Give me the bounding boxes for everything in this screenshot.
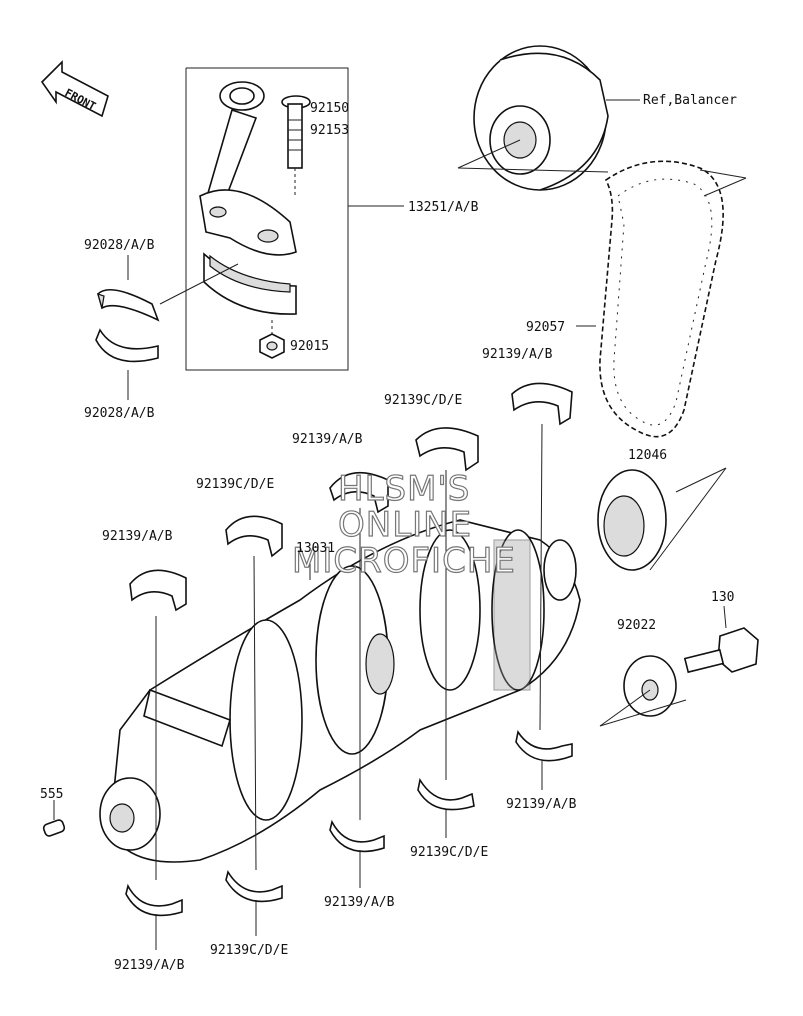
front-arrow-icon: FRONT bbox=[40, 60, 109, 118]
main-bearings bbox=[125, 382, 573, 917]
crank-gear bbox=[597, 469, 667, 571]
label-92139ab-5: 92139/A/B bbox=[324, 895, 395, 910]
label-92022: 92022 bbox=[617, 618, 656, 633]
rod-nut bbox=[259, 320, 285, 359]
label-92150: 92150 bbox=[310, 101, 349, 116]
leader-lines bbox=[127, 255, 543, 950]
label-92139cde-2: 92139C/D/E bbox=[196, 477, 274, 492]
label-13251: 13251/A/B bbox=[408, 200, 479, 215]
label-ref-balancer: Ref,Balancer bbox=[643, 93, 737, 108]
label-13031: 13031 bbox=[296, 541, 335, 556]
label-92153: 92153 bbox=[310, 123, 349, 138]
watermark: HLSM'S ONLINE MICROFICHE bbox=[291, 468, 516, 581]
label-92139ab-6: 92139/A/B bbox=[114, 958, 185, 973]
watermark-line-3: MICROFICHE bbox=[292, 541, 516, 581]
label-92139ab-4: 92139/A/B bbox=[506, 797, 577, 812]
crankshaft bbox=[99, 519, 581, 863]
connecting-rod bbox=[199, 81, 297, 315]
label-92139cde-3: 92139C/D/E bbox=[410, 845, 488, 860]
balancer-drum bbox=[473, 45, 609, 191]
rod-bolt bbox=[281, 95, 311, 196]
label-92139ab-1: 92139/A/B bbox=[482, 347, 553, 362]
rod-bearing-upper bbox=[97, 288, 160, 322]
washer bbox=[623, 655, 677, 717]
watermark-line-1: HLSM'S bbox=[338, 469, 470, 509]
label-555: 555 bbox=[40, 787, 63, 802]
dowel-pin bbox=[42, 800, 66, 837]
label-92139ab-3: 92139/A/B bbox=[102, 529, 173, 544]
label-92139cde-4: 92139C/D/E bbox=[210, 943, 288, 958]
label-12046: 12046 bbox=[628, 448, 667, 463]
label-92028-top: 92028/A/B bbox=[84, 238, 155, 253]
label-92057: 92057 bbox=[526, 320, 565, 335]
crank-bolt bbox=[683, 605, 759, 674]
label-92139cde-1: 92139C/D/E bbox=[384, 393, 462, 408]
label-130: 130 bbox=[711, 590, 734, 605]
balancer-chain bbox=[599, 160, 724, 438]
watermark-line-2: ONLINE bbox=[338, 505, 472, 545]
rod-bearing-lower bbox=[95, 328, 159, 363]
label-92028-bottom: 92028/A/B bbox=[84, 406, 155, 421]
label-92015: 92015 bbox=[290, 339, 329, 354]
label-92139ab-2: 92139/A/B bbox=[292, 432, 363, 447]
